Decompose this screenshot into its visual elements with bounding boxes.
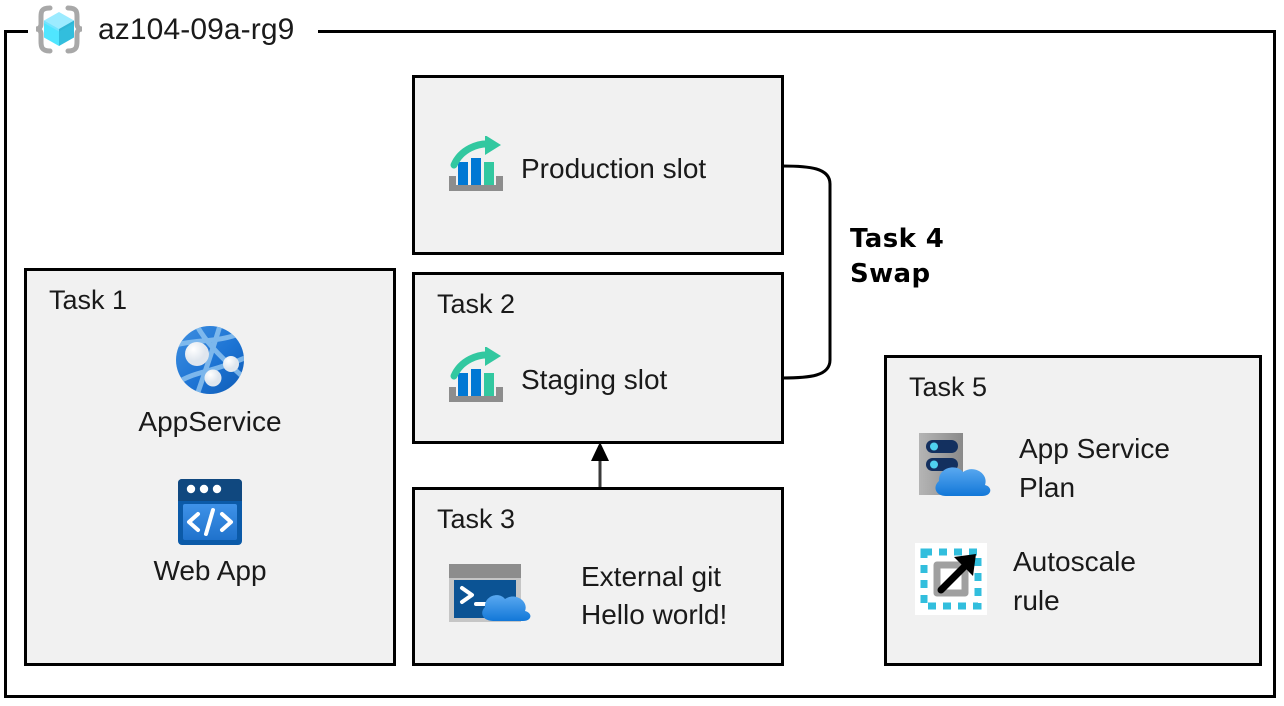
task1-app-service-label: AppService [138, 406, 282, 437]
production-slot-label: Production slot [521, 153, 707, 185]
web-app-code-window-icon [171, 476, 249, 553]
task4-swap-annotation: Task 4 Swap [850, 224, 945, 290]
task1-web-app: Web App [27, 476, 393, 587]
deployment-slot-icon [445, 346, 507, 414]
task1-title: Task 1 [49, 285, 128, 315]
app-service-globe-icon [171, 321, 249, 404]
task3-title: Task 3 [437, 504, 516, 534]
task3-external-git-row: External git Hello world! [447, 558, 727, 634]
resource-group-frame [4, 30, 1276, 698]
resource-group-cube-icon [30, 3, 88, 57]
task5-box[interactable]: Task 5 [884, 355, 1262, 666]
task2-title: Task 2 [437, 289, 516, 319]
app-service-plan-server-cloud-icon [915, 430, 993, 507]
task5-app-service-plan-label: App Service Plan [1019, 433, 1170, 503]
task1-app-service: AppService [27, 321, 393, 438]
task2-box[interactable]: Task 2 Staging slot [412, 272, 784, 444]
task3-external-git-label: External git Hello world! [581, 561, 728, 631]
task5-title: Task 5 [909, 372, 988, 402]
production-slot-row: Production slot [445, 135, 707, 203]
production-slot-box[interactable]: Production slot [412, 75, 784, 255]
task3-box[interactable]: Task 3 [412, 487, 784, 666]
task5-autoscale-rule-row: Autoscale rule [915, 543, 1136, 620]
autoscale-arrow-icon [915, 543, 987, 620]
task5-autoscale-rule-label: Autoscale rule [1013, 546, 1136, 616]
task1-web-app-label: Web App [153, 555, 267, 586]
cloud-shell-terminal-icon [447, 561, 539, 632]
resource-group-header: az104-09a-rg9 [30, 2, 294, 58]
task5-app-service-plan-row: App Service Plan [915, 430, 1170, 507]
resource-group-name: az104-09a-rg9 [98, 13, 295, 46]
task2-staging-slot-label: Staging slot [521, 364, 668, 396]
deployment-slot-icon [445, 135, 507, 203]
swap-connector [781, 164, 832, 380]
task2-staging-slot-row: Staging slot [445, 346, 668, 414]
task3-to-task2-arrow [591, 442, 609, 492]
task1-box[interactable]: Task 1 [24, 268, 396, 666]
